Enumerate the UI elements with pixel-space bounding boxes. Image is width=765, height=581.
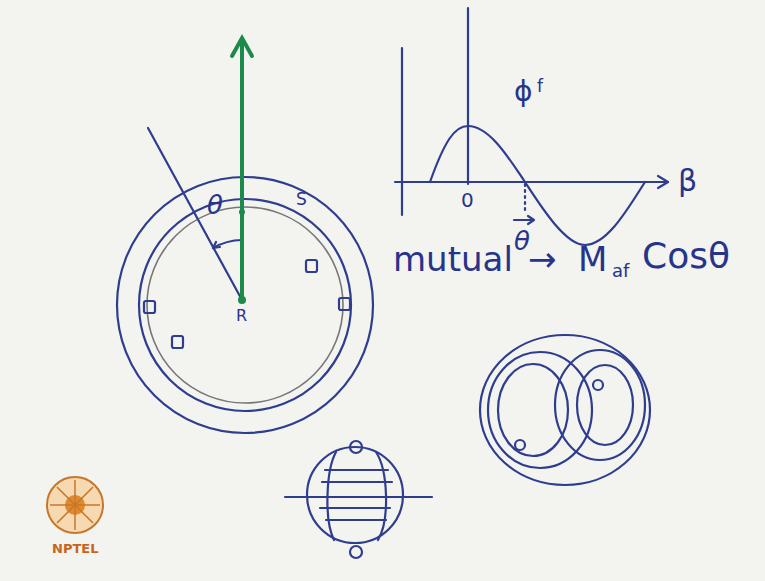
flux-wave: [430, 126, 645, 245]
pole-dot: [239, 209, 245, 215]
conductor: [306, 260, 317, 272]
ref-axis: [467, 8, 469, 184]
y-axis: [401, 48, 403, 215]
rotor-axis: [148, 128, 242, 300]
conductor: [350, 546, 362, 558]
logo: [47, 477, 103, 533]
angle-arc: [213, 240, 242, 248]
flux-subscript: f: [537, 78, 543, 95]
axis-line: [285, 496, 432, 498]
conductor: [172, 336, 183, 348]
field-arrowhead: [232, 38, 252, 56]
text-subscript: af: [612, 262, 629, 280]
conductor: [593, 380, 603, 390]
text-note: M: [578, 242, 607, 276]
text-note: Cosθ: [642, 238, 730, 274]
x-axis: [395, 181, 668, 183]
text-note: mutual: [393, 242, 513, 276]
theta-arrow: [514, 216, 534, 224]
conductor: [350, 441, 362, 453]
flux-symbol: ϕ: [514, 78, 532, 106]
field-lines: [327, 452, 386, 540]
center-dot: [238, 296, 246, 304]
conductor: [339, 298, 350, 310]
field-line: [577, 365, 633, 445]
stator-inner: [139, 199, 351, 411]
field-lines: [320, 470, 392, 520]
stator-label: S: [296, 191, 307, 208]
axis-label: β: [678, 166, 697, 196]
stator-outer: [117, 177, 373, 433]
origin-label: 0: [461, 190, 474, 210]
logo-text: NPTEL: [52, 542, 98, 555]
field-line: [555, 350, 645, 460]
axis-arrow: [658, 176, 668, 188]
angle-label: θ: [207, 192, 223, 218]
angle-arrow: [213, 242, 220, 248]
field-vector: [240, 44, 244, 298]
rotor-label: R: [236, 308, 247, 324]
text-note: →: [528, 242, 557, 276]
theta-marker: [524, 184, 526, 212]
angle-label: θ: [514, 228, 530, 254]
field-line: [480, 335, 650, 485]
rotor-circle: [147, 207, 343, 403]
conductor: [515, 440, 525, 450]
rotor-sketch: [307, 447, 403, 543]
field-line: [498, 364, 568, 456]
conductor: [144, 301, 155, 313]
